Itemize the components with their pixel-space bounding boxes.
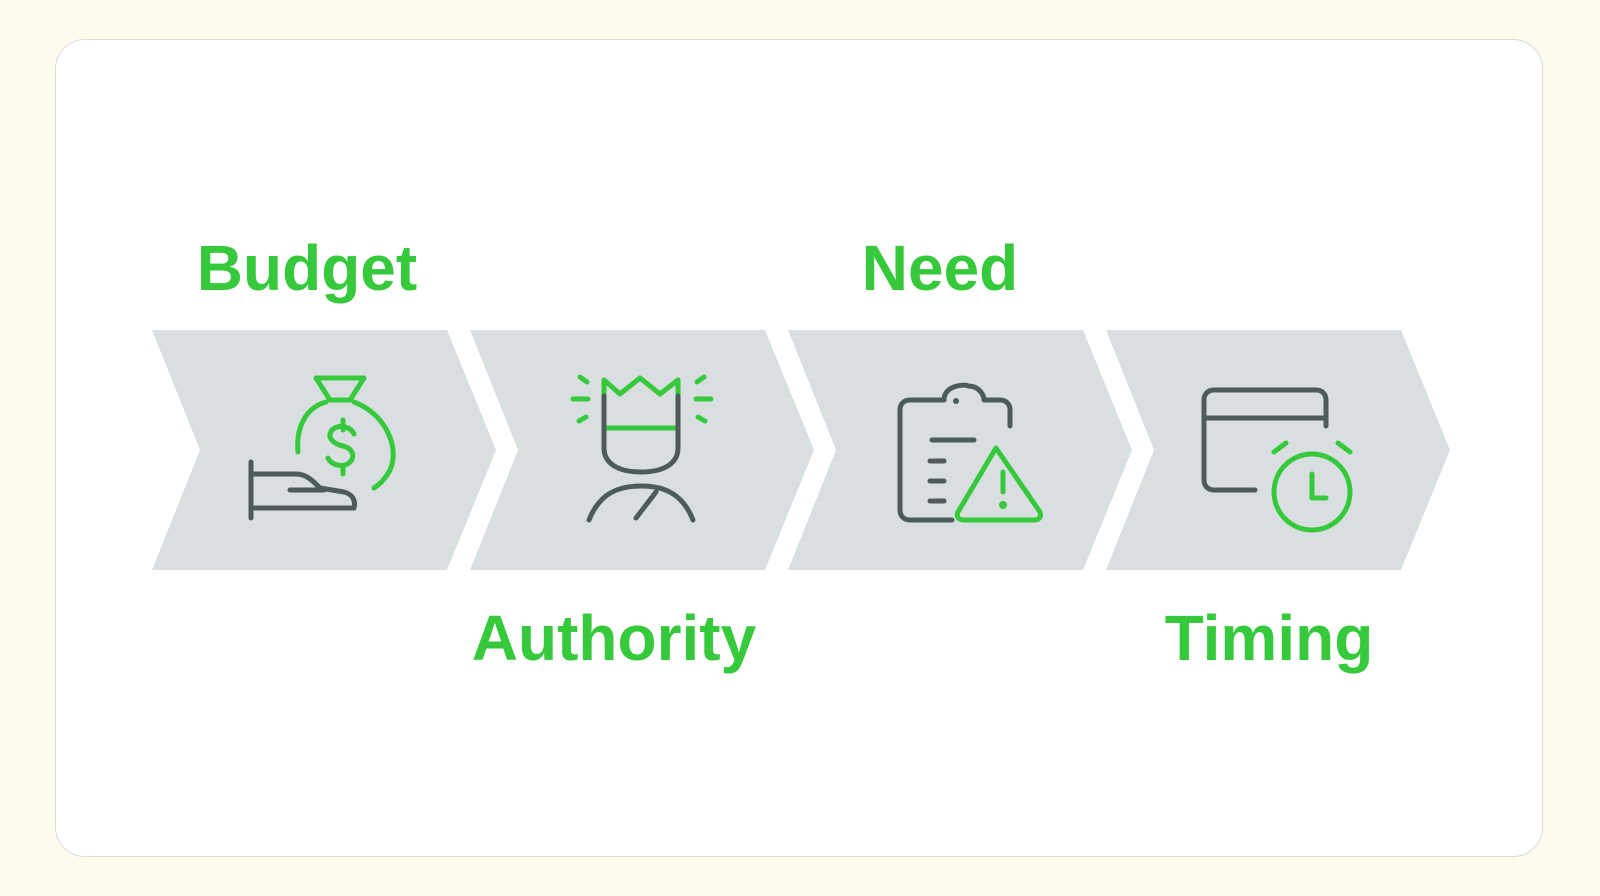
step-label-need: Need — [861, 232, 1019, 304]
step-label-authority: Authority — [471, 602, 757, 674]
money-bag-hand-icon — [248, 375, 396, 521]
step-label-timing: Timing — [1164, 602, 1374, 674]
chevron-step-1 — [152, 330, 496, 570]
chevron-step-2 — [470, 330, 814, 570]
chevron-step-3 — [788, 330, 1132, 570]
step-label-budget: Budget — [196, 232, 418, 304]
crowned-person-icon — [570, 374, 714, 523]
calendar-clock-icon — [1201, 387, 1353, 533]
clipboard-warning-icon — [897, 382, 1043, 523]
